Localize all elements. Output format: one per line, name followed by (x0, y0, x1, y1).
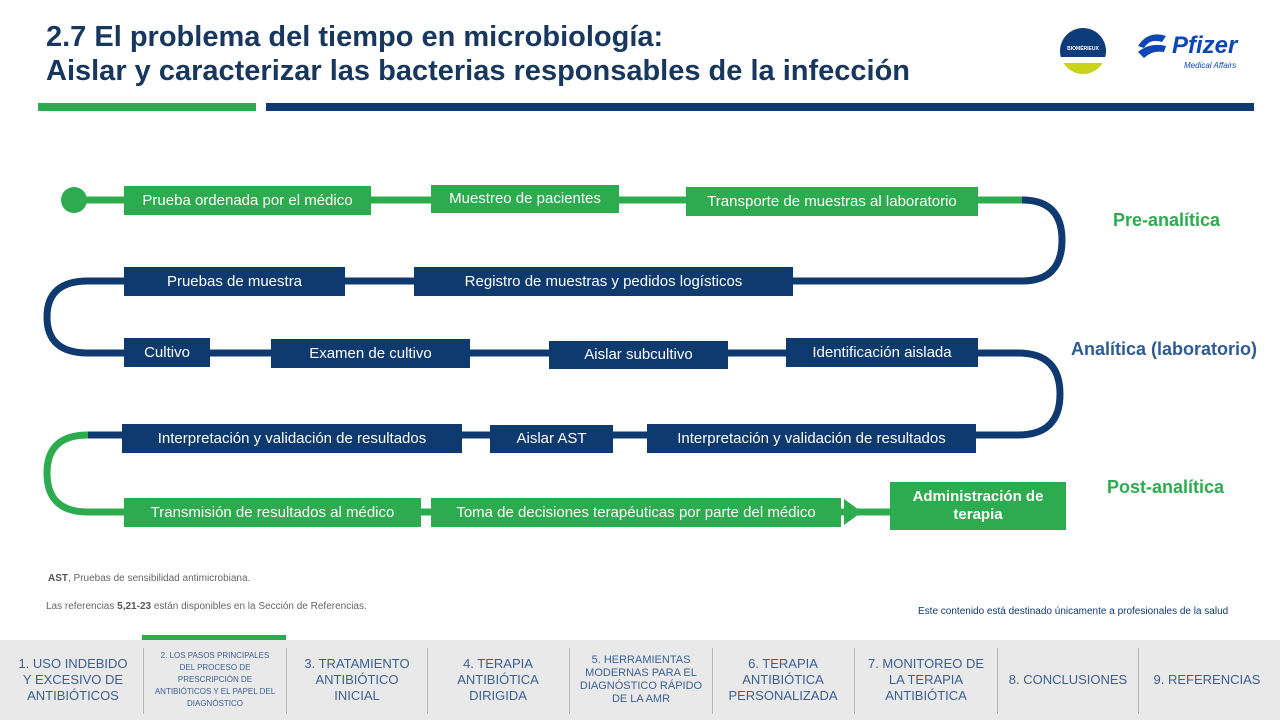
nav-item-9[interactable]: 9. REFERENCIAS (1153, 672, 1261, 687)
nav-item-8[interactable]: 8. CONCLUSIONES (1008, 672, 1128, 687)
hcp-disclaimer: Este contenido está destinado únicamente… (918, 606, 1229, 617)
phase-label-analytic: Analítica (laboratorio) (1071, 339, 1258, 359)
pfizer-wordmark: Pfizer (1172, 32, 1238, 59)
phase-label-post: Post-analítica (1107, 477, 1225, 497)
flow-curve-3 (1017, 349, 1064, 439)
flow-start-dot (61, 187, 87, 213)
section-navigation: 1. USO INDEBIDO Y EXCESIVO DE ANTIBIÓTIC… (0, 640, 1280, 720)
footnote-ast: AST, Pruebas de sensibilidad antimicrobi… (48, 573, 250, 584)
title-line-1: 2.7 El problema del tiempo en microbiolo… (46, 21, 664, 53)
footnote-ref-post: están disponibles en la Sección de Refer… (151, 601, 367, 612)
nav-item-4[interactable]: 4. TERAPIA ANTIBIÓTICA DIRIGIDA (457, 656, 539, 703)
flow-curve-2 (43, 277, 89, 357)
footnote-ast-abbr: AST (48, 573, 68, 584)
phase-label-pre: Pre-analítica (1113, 210, 1221, 230)
step-therapeutic-decision: Toma de decisiones terapéuticas por part… (431, 498, 841, 527)
nav-active-indicator (142, 635, 286, 643)
nav-item-7[interactable]: 7. MONITOREO DE LA TERAPIA ANTIBIÓTICA (867, 656, 985, 703)
title-underline-blue (266, 103, 1254, 111)
step-culture: Cultivo (124, 338, 210, 367)
nav-item-2[interactable]: 2. LOS PASOS PRINCIPALES DEL PROCESO DE … (154, 651, 276, 708)
step-sample-testing: Pruebas de muestra (124, 267, 345, 296)
footnote-references: Las referencias 5,21-23 están disponible… (46, 601, 367, 612)
pfizer-mark-icon (1138, 34, 1166, 58)
step-result-validation-1: Interpretación y validación de resultado… (122, 424, 462, 453)
step-therapy-administration: Administración de terapia (890, 482, 1066, 530)
page-title: 2.7 El problema del tiempo en microbiolo… (46, 20, 910, 88)
nav-item-1[interactable]: 1. USO INDEBIDO Y EXCESIVO DE ANTIBIÓTIC… (18, 656, 128, 703)
footnote-ref-nums: 5,21-23 (117, 601, 152, 612)
flow-curve-1 (1021, 196, 1066, 285)
step-isolate-ast: Aislar AST (490, 425, 613, 453)
step-isolate-subculture: Aislar subcultivo (549, 341, 728, 369)
biomerieux-logo-text: BIOMÉRIEUX (1067, 46, 1099, 52)
nav-item-5[interactable]: 5. HERRAMIENTAS MODERNAS PARA EL DIAGNÓS… (579, 654, 703, 705)
pfizer-subtitle: Medical Affairs (1184, 61, 1237, 70)
step-isolate-identification: Identificación aislada (786, 338, 978, 367)
step-result-transmission: Transmisión de resultados al médico (124, 498, 421, 527)
footnote-ast-text: , Pruebas de sensibilidad antimicrobiana… (68, 573, 251, 584)
step-patient-sampling: Muestreo de pacientes (431, 185, 619, 213)
step-culture-exam: Examen de cultivo (271, 339, 470, 368)
pfizer-logo: Pfizer Medical Affairs (1132, 28, 1256, 76)
title-underline-green (38, 103, 256, 111)
biomerieux-logo: BIOMÉRIEUX (1060, 28, 1106, 74)
title-line-2: Aislar y caracterizar las bacterias resp… (46, 55, 910, 87)
nav-item-6[interactable]: 6. TERAPIA ANTIBIÓTICA PERSONALIZADA (728, 656, 838, 703)
flow-curve-4 (43, 431, 89, 516)
footnote-ref-pre: Las referencias (46, 601, 118, 612)
step-sample-transport: Transporte de muestras al laboratorio (686, 187, 978, 216)
flow-arrowhead (844, 499, 862, 525)
step-test-ordered: Prueba ordenada por el médico (124, 186, 371, 215)
nav-item-3[interactable]: 3. TRATAMIENTO ANTIBIÓTICO INICIAL (304, 656, 410, 703)
step-result-validation-2: Interpretación y validación de resultado… (647, 424, 976, 453)
step-sample-registration: Registro de muestras y pedidos logístico… (414, 267, 793, 296)
